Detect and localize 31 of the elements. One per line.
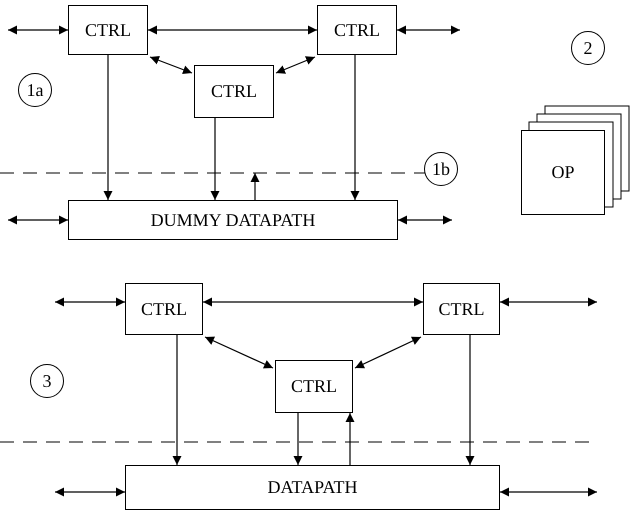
arrow [55, 488, 125, 496]
arrow [148, 26, 317, 34]
arrow [500, 298, 597, 306]
arrow [398, 216, 452, 224]
arrow [250, 173, 260, 200]
arrow [346, 413, 354, 465]
arrow [150, 56, 192, 74]
arrow [203, 298, 423, 306]
arrow [55, 298, 125, 306]
arrow [8, 26, 68, 34]
arrow [172, 335, 182, 465]
block-box: DATAPATH [125, 465, 500, 510]
arrow [210, 118, 220, 200]
arrow [354, 336, 422, 369]
block-box: CTRL [275, 360, 353, 413]
arrow [397, 26, 460, 34]
arrow [500, 488, 597, 496]
block-box: CTRL [317, 5, 397, 55]
block-box: CTRL [423, 283, 500, 335]
block-box: CTRL [194, 65, 274, 118]
block-box: CTRL [125, 283, 203, 335]
arrow [350, 55, 360, 200]
arrow [204, 336, 274, 369]
block-box: OP [521, 130, 605, 215]
block-box: DUMMY DATAPATH [68, 200, 398, 240]
block-box: CTRL [68, 5, 148, 55]
arrow [294, 413, 302, 465]
arrow [8, 216, 68, 224]
arrow [276, 56, 316, 74]
arrow [104, 55, 112, 200]
arrow [466, 335, 474, 465]
